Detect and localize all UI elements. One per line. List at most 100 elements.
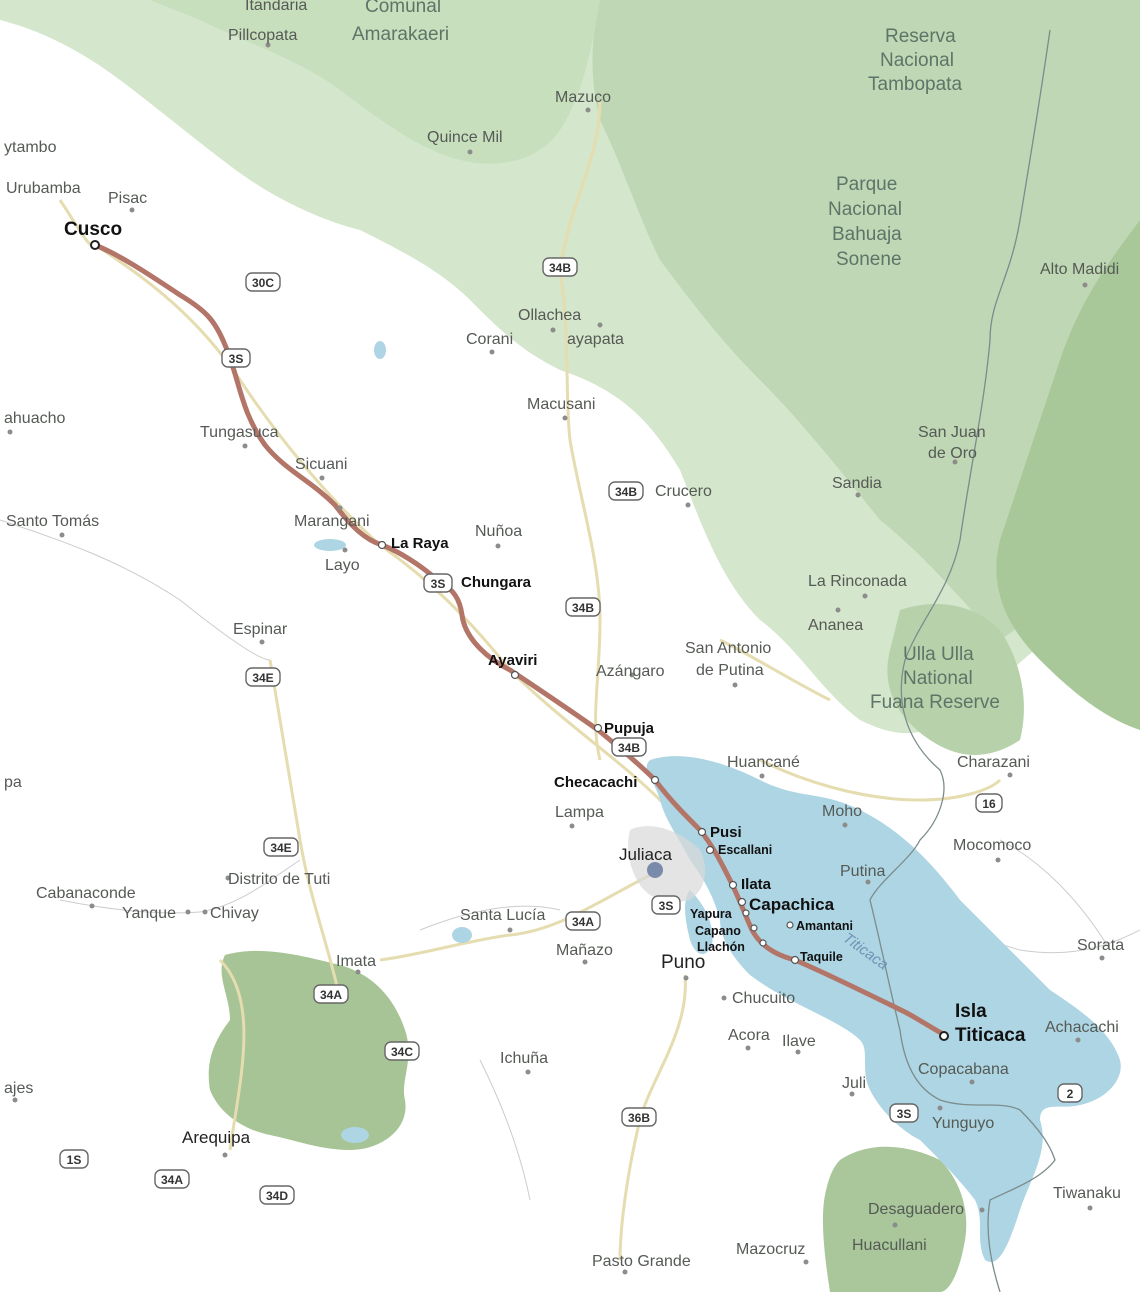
stop-capachica[interactable] [737, 897, 747, 907]
svg-text:34B: 34B [618, 741, 640, 755]
label-pusi: Pusi [710, 824, 742, 841]
lagoon-b [452, 927, 472, 943]
label-ananea: Ananea [808, 617, 863, 634]
label-ilave: Ilave [782, 1033, 816, 1050]
bay-puno [685, 890, 713, 955]
label-capano: Capano [695, 924, 741, 938]
stop-amantani[interactable] [786, 921, 794, 929]
stop-la-raya[interactable] [377, 540, 387, 550]
label-sorata: Sorata [1077, 937, 1124, 954]
svg-text:30C: 30C [252, 276, 274, 290]
stop-cusco[interactable] [90, 240, 100, 250]
label-cusco: Cusco [64, 219, 122, 240]
juliaca-marker[interactable] [647, 862, 663, 878]
label-chungara: Chungara [461, 574, 532, 591]
minor-roads [0, 519, 1140, 1201]
label-pisac: Pisac [108, 190, 147, 207]
shield-34e-b: 34E [263, 837, 299, 857]
label-national: National [903, 668, 973, 689]
label-ayapata: ayapata [567, 331, 624, 348]
svg-text:34B: 34B [549, 261, 571, 275]
stop-ilata[interactable] [728, 880, 738, 890]
svg-text:34E: 34E [252, 671, 273, 685]
label-nacional: Nacional [880, 50, 954, 71]
label-de-oro: de Oro [928, 445, 977, 462]
town-dots [7, 42, 1105, 1275]
international-border [869, 29, 1056, 1292]
label-juliaca: Juliaca [619, 845, 672, 864]
label-pasto-grande: Pasto Grande [592, 1253, 691, 1270]
label-ilata: Ilata [741, 876, 772, 893]
stop-yapura[interactable] [742, 909, 750, 917]
label-titicaca: Titicaca [955, 1025, 1026, 1046]
label-puno: Puno [661, 952, 705, 973]
stop-pupuja[interactable] [593, 723, 603, 733]
label-comunal: Comunal [365, 0, 441, 17]
label-espinar: Espinar [233, 621, 288, 638]
label-huancane: Huancané [727, 754, 800, 771]
label-azangaro: Azángaro [596, 663, 665, 680]
label-juli: Juli [842, 1075, 866, 1092]
shield-34d: 34D [259, 1185, 295, 1205]
shield-36b: 36B [621, 1107, 657, 1127]
shield-3s-d: 3S [889, 1103, 919, 1123]
route-line[interactable] [92, 242, 948, 1038]
label-top-cut: Itandaria [245, 0, 307, 14]
lagoon-d [341, 1127, 369, 1143]
label-isla: Isla [955, 1001, 987, 1022]
route-labels: Cusco La Raya Chungara Ayaviri Pupuja Ch… [64, 219, 1026, 1147]
label-ollachea: Ollachea [518, 307, 581, 324]
svg-text:34A: 34A [161, 1173, 183, 1187]
svg-text:34C: 34C [391, 1045, 413, 1059]
stop-capano[interactable] [750, 924, 758, 932]
label-arequipa: Arequipa [182, 1128, 251, 1147]
stop-ayaviri[interactable] [510, 670, 520, 680]
stop-checacachi[interactable] [650, 775, 660, 785]
label-crucero: Crucero [655, 483, 712, 500]
svg-text:34E: 34E [270, 841, 291, 855]
label-pupuja: Pupuja [604, 720, 655, 737]
svg-text:34B: 34B [572, 601, 594, 615]
label-urubamba: Urubamba [6, 180, 81, 197]
label-tambopata: Tambopata [868, 74, 962, 95]
juliaca-urban [628, 826, 706, 902]
label-desaguadero: Desaguadero [868, 1201, 964, 1218]
protected-area-arequipa [208, 950, 409, 1150]
shield-3s-b: 3S [423, 573, 453, 593]
label-mocomoco: Mocomoco [953, 837, 1031, 854]
shield-34b-c: 34B [565, 597, 601, 617]
label-acora: Acora [728, 1027, 770, 1044]
shield-3s-c: 3S [651, 895, 681, 915]
label-taquile: Taquile [800, 950, 843, 964]
label-mazocruz: Mazocruz [736, 1241, 805, 1258]
stop-escallani[interactable] [705, 845, 715, 855]
label-huacullani: Huacullani [852, 1237, 927, 1254]
label-mazuco: Mazuco [555, 89, 611, 106]
ulla-ulla-area [887, 604, 1024, 755]
label-san-antonio: San Antonio [685, 640, 771, 657]
label-parque: Parque [836, 174, 897, 195]
label-tambo: ytambo [4, 139, 57, 156]
label-la-rinconada: La Rinconada [808, 573, 907, 590]
label-moho: Moho [822, 803, 862, 820]
label-quince-mil: Quince Mil [427, 129, 503, 146]
label-ichuna: Ichuña [500, 1050, 548, 1067]
label-chucuito: Chucuito [732, 990, 795, 1007]
label-tiwanaku: Tiwanaku [1053, 1185, 1121, 1202]
forest-region-deep [592, 0, 1140, 640]
svg-text:34A: 34A [572, 915, 594, 929]
label-tungasuca: Tungasuca [200, 424, 279, 441]
shield-34a-a: 34A [565, 911, 601, 931]
label-macusani: Macusani [527, 396, 595, 413]
svg-text:34D: 34D [266, 1189, 288, 1203]
shield-34a-c: 34A [154, 1169, 190, 1189]
stop-pusi[interactable] [697, 827, 707, 837]
label-putina: Putina [840, 863, 885, 880]
label-copacabana: Copacabana [918, 1061, 1009, 1078]
stop-isla-titicaca[interactable] [939, 1031, 949, 1041]
stop-llachon[interactable] [759, 939, 767, 947]
label-nacional2: Nacional [828, 199, 902, 220]
lagoon-c [374, 341, 386, 359]
stop-taquile[interactable] [790, 955, 800, 965]
